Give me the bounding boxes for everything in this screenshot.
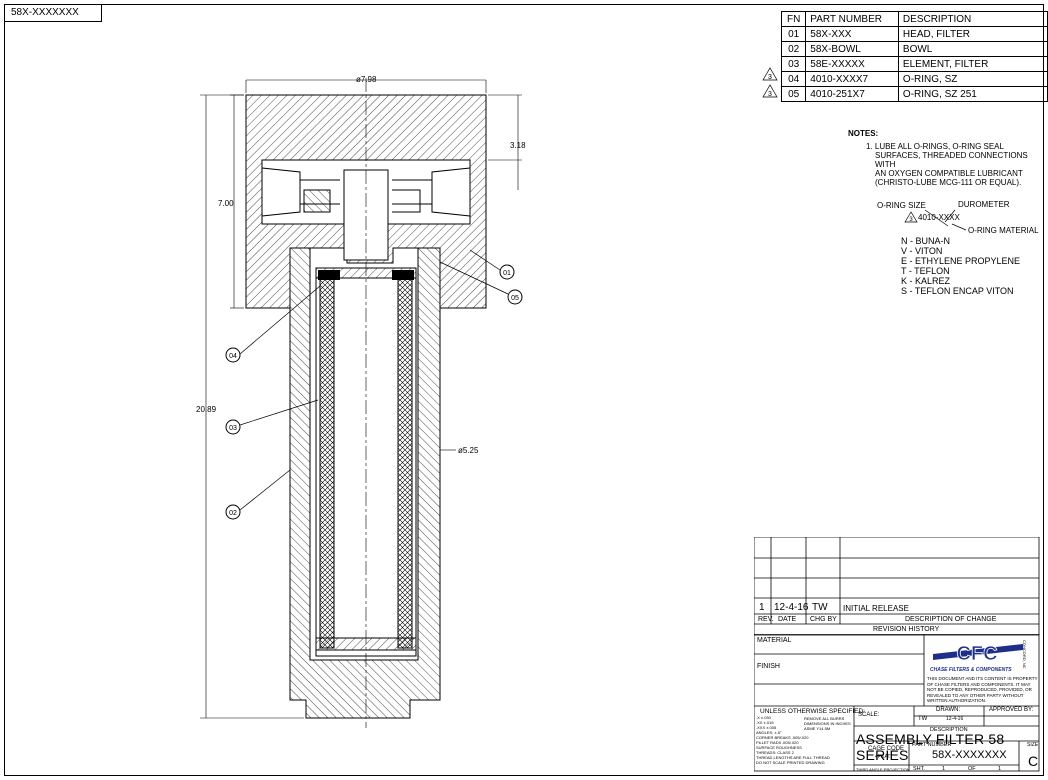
oring-size-label: O-RING SIZE: [877, 201, 926, 210]
svg-text:CFC: CFC: [956, 643, 997, 665]
sheet-number: 1: [942, 766, 946, 772]
rev-description: INITIAL RELEASE: [843, 604, 909, 613]
projection-label: THIRD ANGLE PROJECTION: [856, 767, 910, 772]
bom-header-fn: FN: [780, 11, 807, 27]
cage-code: 4PXAT: [875, 754, 891, 760]
filter-bowl: [289, 247, 441, 719]
of-label: OF: [968, 766, 976, 772]
note-line: SURFACES, THREADED CONNECTIONS WITH: [875, 151, 1028, 169]
of-number: 1: [998, 766, 1002, 772]
scale-label: SCALE:: [858, 712, 880, 718]
dim-top-width: ø7.98: [356, 75, 377, 84]
sheet-label: SHT.: [913, 766, 925, 772]
balloon-05: 05: [511, 295, 519, 302]
description-label: DESCRIPTION: [930, 727, 968, 733]
dimension-lines: [200, 79, 522, 719]
balloon-01: 01: [503, 270, 511, 277]
rev-date: 12-4-16: [774, 602, 809, 613]
oring-part: 4010-XXXX: [918, 213, 960, 222]
part-number: 58X-XXXXXXX: [932, 749, 1007, 761]
company-name: CHASE FILTERS & COMPONENTS: [930, 667, 1012, 673]
rev-col-rev: REV.: [758, 616, 774, 623]
drawn-label: DRAWN:: [936, 707, 961, 713]
cfc-logo: CFC: [933, 642, 1023, 665]
drawn-by: TW: [918, 716, 928, 722]
drawing-number-tag: 58X-XXXXXXX: [4, 4, 102, 22]
svg-text:3: 3: [909, 217, 913, 223]
drawn-date: 12-4-16: [946, 716, 964, 722]
drawing-title: ASSEMBLY FILTER 58 SERIES: [856, 731, 1005, 763]
dim-head-height: 7.00: [218, 199, 234, 208]
callout-balloons: 01 05 04 03 02: [225, 264, 523, 520]
finish-label: FINISH: [757, 663, 780, 670]
callout-leaders: [239, 249, 509, 511]
ansi-std: ASME Y14.5M: [804, 726, 831, 731]
oring-key-leaders: [924, 209, 967, 231]
rev-history-label: REVISION HISTORY: [873, 626, 940, 633]
unless-specified: UNLESS OTHERWISE SPECIFIED:: [760, 708, 865, 715]
approved-label: APPROVED BY:: [989, 707, 1034, 713]
part-number-label: PART NUMBER: [912, 742, 952, 748]
bom-header-pn: PART NUMBER: [805, 11, 899, 27]
drawing-sheet: [4, 4, 1044, 776]
material-label: MATERIAL: [757, 637, 792, 644]
oring-material-label: O-RING MATERIAL: [968, 226, 1039, 235]
drawing-notes: NOTES: 1. LUBE ALL O-RINGS, O-RING SEAL …: [848, 129, 1038, 187]
rev-col-date: DATE: [778, 616, 797, 623]
note-line: AN OXYGEN COMPATIBLE LUBRICANT: [875, 169, 1023, 178]
cage-code-label: CAGE CODE: [868, 746, 905, 752]
bom-header-desc: DESCRIPTION: [897, 11, 1048, 27]
rev-chg-by: TW: [812, 602, 828, 613]
dim-port-height: 3.18: [510, 141, 526, 150]
svg-text:3: 3: [768, 91, 772, 98]
balloon-02: 02: [229, 510, 237, 517]
tolerance-list: .X ±.030 .XX ±.015 .XXX ±.005 ANGLES: ±.…: [756, 715, 830, 765]
bom-rev-triangles: 3 3: [762, 67, 778, 98]
title-block-grid: [754, 634, 1040, 772]
rev-triangle-key: [904, 211, 918, 223]
size-letter: C: [1028, 753, 1039, 769]
balloon-04: 04: [229, 353, 237, 360]
oring-material-legend: N - BUNA-N V - VITON E - ETHYLENE PROPYL…: [901, 236, 1021, 296]
size-label: SIZE: [1027, 742, 1039, 748]
remove-burrs: REMOVE ALL BURRS: [804, 716, 845, 721]
notes-header: NOTES:: [848, 129, 879, 138]
svg-text:3: 3: [768, 74, 772, 81]
balloon-03: 03: [229, 425, 237, 432]
oring-durometer-label: DUROMETER: [958, 200, 1010, 209]
dim-bowl-diameter: ø5.25: [458, 446, 479, 455]
rev-number: 1: [759, 602, 765, 613]
company-address: CONCORD, NC: [1022, 640, 1027, 669]
rev-col-desc: DESCRIPTION OF CHANGE: [905, 616, 997, 623]
rev-col-chg: CHG BY: [810, 616, 837, 623]
dim-overall-height: 20.89: [196, 405, 217, 414]
note-line: 1. LUBE ALL O-RINGS, O-RING SEAL: [866, 142, 1004, 151]
property-note: THIS DOCUMENT AND ITS CONTENT IS PROPERT…: [927, 676, 1038, 703]
revision-history-grid: [754, 537, 1040, 636]
note-line: (CHRISTO-LUBE MCG-111 OR EQUAL).: [875, 178, 1022, 187]
dims-in-inches: DIMENSIONS IN INCHES: [804, 721, 851, 726]
bom-header-row: FN PART NUMBER DESCRIPTION: [780, 11, 1048, 27]
